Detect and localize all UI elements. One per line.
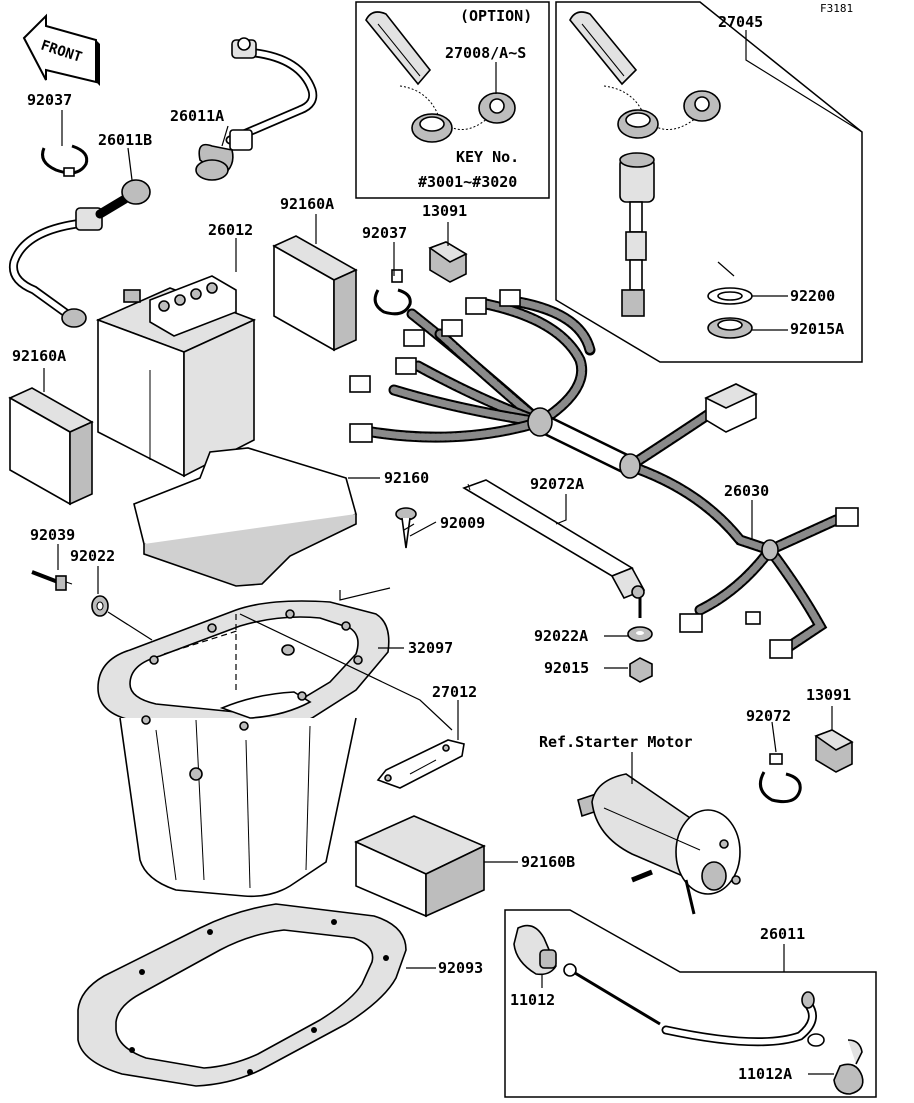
starter-motor-icon: [577, 773, 741, 915]
seal-92093-icon: [77, 903, 407, 1087]
callout-26012: 26012: [208, 221, 253, 239]
ignition-switch-assembly-icon: [569, 11, 721, 317]
battery-mat-92160-icon: [133, 447, 357, 587]
callout-11012: 11012: [510, 991, 555, 1009]
callout-27008: 27008/A~S: [445, 44, 526, 62]
callout-92022: 92022: [70, 547, 115, 565]
starter-cable-frame: [504, 909, 877, 1098]
key-no-title: KEY No.: [456, 148, 519, 166]
battery-case-32097-icon: [97, 600, 390, 898]
band-92037-center-icon: [373, 269, 412, 316]
switch-kit-frame: [555, 1, 863, 363]
key-fob-option-icon: [365, 11, 516, 143]
callout-26030: 26030: [724, 482, 769, 500]
screw-92009-icon: [395, 507, 417, 549]
battery-band-92072A-icon: [462, 479, 646, 600]
battery-cable-26011A-icon: [195, 37, 318, 181]
figure-code: F3181: [820, 2, 853, 15]
callout-32097: 32097: [408, 639, 453, 657]
bolt-92039-icon: [31, 570, 73, 591]
pad-92160B-icon: [354, 815, 486, 918]
pad-92160A-upper-icon: [272, 235, 358, 352]
callout-92037-a: 92037: [27, 91, 72, 109]
callout-ref-starter: Ref.Starter Motor: [539, 733, 693, 751]
callout-26011: 26011: [760, 925, 805, 943]
front-arrow-icon: FRONT: [22, 13, 100, 86]
callout-92160: 92160: [384, 469, 429, 487]
callout-27012: 27012: [432, 683, 477, 701]
nut-92015-icon: [629, 657, 653, 683]
callout-26011B: 26011B: [98, 131, 152, 149]
callout-92072: 92072: [746, 707, 791, 725]
callout-92093: 92093: [438, 959, 483, 977]
callout-92015A: 92015A: [790, 320, 844, 338]
key-no-range: #3001~#3020: [418, 173, 517, 191]
callout-92037-b: 92037: [362, 224, 407, 242]
band-92072-icon: [758, 753, 802, 804]
callout-13091-b: 13091: [806, 686, 851, 704]
callout-92072A: 92072A: [530, 475, 584, 493]
clip-13091-upper-icon: [428, 241, 468, 283]
band-92037-icon: [41, 144, 89, 177]
callout-92009: 92009: [440, 514, 485, 532]
callout-92160B: 92160B: [521, 853, 575, 871]
callout-92015: 92015: [544, 659, 589, 677]
callout-92160A-a: 92160A: [280, 195, 334, 213]
option-label: (OPTION): [460, 7, 532, 25]
callout-11012A: 11012A: [738, 1065, 792, 1083]
pad-92160A-lower-icon: [8, 387, 94, 506]
clip-13091-lower-icon: [814, 729, 854, 773]
battery-26012-icon: [95, 275, 257, 478]
bracket-27012-icon: [376, 739, 465, 789]
callout-92200: 92200: [790, 287, 835, 305]
leader-lines: [43, 30, 863, 1075]
callout-26011A: 26011A: [170, 107, 224, 125]
wire-harness-26030-icon: [349, 289, 859, 659]
bolt-92022A-icon: [627, 598, 653, 642]
callout-92022A: 92022A: [534, 627, 588, 645]
callout-13091-a: 13091: [422, 202, 467, 220]
callout-27045: 27045: [718, 13, 763, 31]
callout-92039: 92039: [30, 526, 75, 544]
starter-cable-26011-icon: [513, 924, 864, 1095]
callout-92160A-b: 92160A: [12, 347, 66, 365]
option-frame: [355, 1, 550, 199]
battery-cable-26011B-icon: [8, 179, 151, 328]
